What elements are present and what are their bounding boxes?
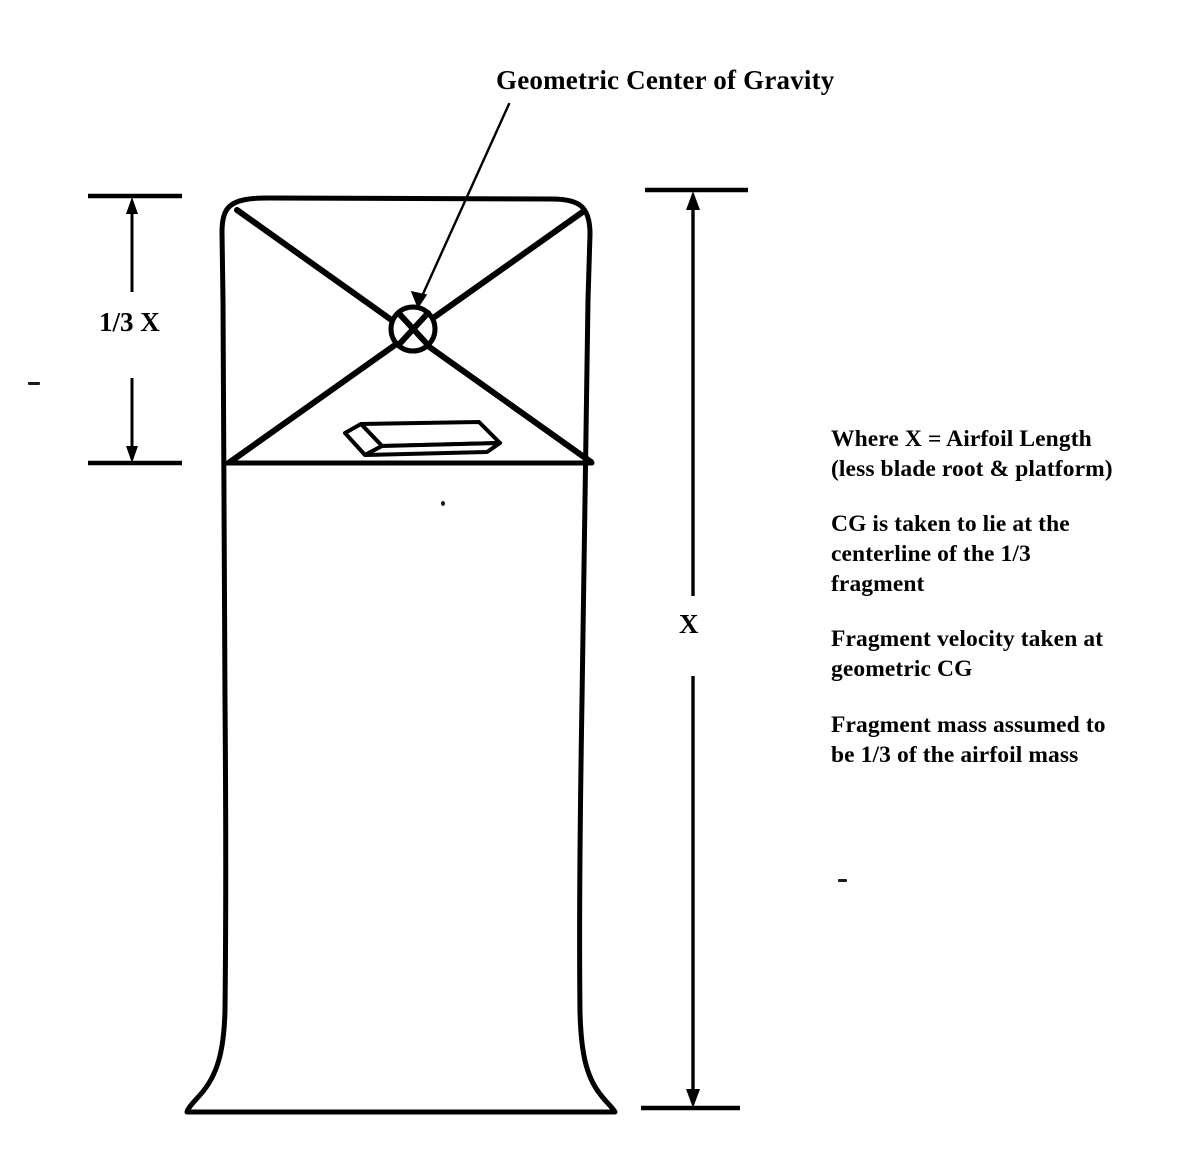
notes-block: Where X = Airfoil Length (less blade roo…	[831, 424, 1191, 770]
callout-leader	[410, 102, 511, 309]
blade-profile-path	[184, 195, 618, 1115]
plate-front-face	[363, 441, 502, 457]
note-velocity: Fragment velocity taken at geometric CG	[831, 624, 1191, 684]
note-line: Fragment velocity taken at	[831, 626, 1104, 653]
dimension-full-x	[641, 187, 748, 1111]
leader-line	[416, 102, 511, 307]
dim-arrowhead-x-up	[686, 191, 700, 210]
dimension-one-third-x	[88, 193, 182, 466]
note-line: geometric CG	[831, 656, 973, 683]
note-line: centerline of the 1/3	[831, 541, 1031, 568]
note-line: fragment	[831, 571, 925, 598]
note-mass: Fragment mass assumed to be 1/3 of the a…	[831, 710, 1191, 770]
note-cg-location: CG is taken to lie at the centerline of …	[831, 509, 1191, 599]
dim-arrowhead-up	[126, 197, 138, 214]
note-line: CG is taken to lie at the	[831, 511, 1070, 538]
scan-speck	[28, 382, 40, 385]
blade-outline	[184, 195, 618, 1115]
dim-arrowhead-x-down	[686, 1089, 700, 1108]
cg-callout-title: Geometric Center of Gravity	[496, 65, 835, 95]
cg-cross-stroke-b	[395, 310, 431, 348]
scan-speck	[441, 501, 445, 506]
airfoil-section-plate	[343, 420, 502, 457]
scan-speck	[838, 879, 847, 882]
dimension-label-x: X	[679, 609, 699, 639]
note-definition: Where X = Airfoil Length (less blade roo…	[831, 424, 1191, 484]
dimension-label-one-third-x: 1/3 X	[99, 307, 160, 337]
note-line: Where X = Airfoil Length	[831, 426, 1092, 452]
dim-arrowhead-down	[126, 446, 138, 463]
leader-arrowhead	[410, 290, 428, 309]
note-line: be 1/3 of the airfoil mass	[831, 741, 1079, 768]
cg-marker-crossed-circle	[388, 304, 438, 354]
note-line: (less blade root & platform)	[831, 456, 1113, 483]
note-line: Fragment mass assumed to	[831, 711, 1106, 738]
